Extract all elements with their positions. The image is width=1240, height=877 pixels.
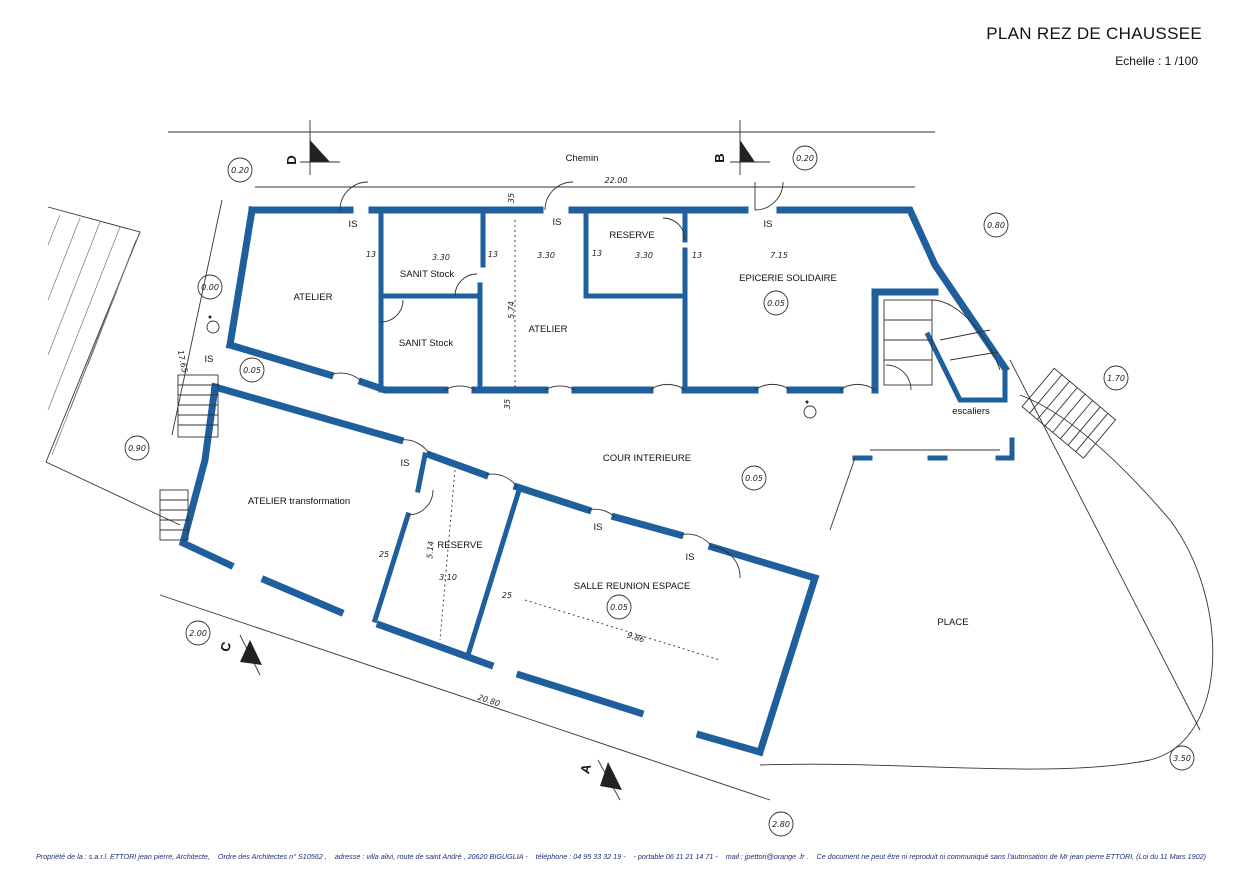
place-edge (1009, 359, 1201, 731)
dimension-value: 35 (507, 193, 516, 203)
dimension-value: 3.30 (537, 251, 555, 260)
level-markers (124, 145, 1195, 837)
level-value: 0.80 (987, 221, 1005, 230)
footer: Propriété de la : s.a.r.l. ETTORI jean p… (36, 852, 1212, 861)
room-sanit-stock-1: SANIT Stock (400, 269, 454, 280)
dimension-value: 13 (366, 250, 376, 259)
is-mark: IS (205, 354, 214, 365)
room-epicerie: EPICERIE SOLIDAIRE (739, 273, 837, 284)
dimension-value: 7.15 (770, 251, 788, 260)
footer-notice: Ce document ne peut être ni reproduit ni… (816, 852, 1206, 861)
level-value: 2.00 (189, 629, 207, 638)
level-value: 0.20 (231, 166, 249, 175)
level-value: 0.05 (243, 366, 261, 375)
level-value: 2.80 (772, 820, 790, 829)
level-value: 0.05 (745, 474, 763, 483)
wheelchair-icon (803, 400, 817, 419)
dimension-value: 25 (502, 591, 512, 600)
dimension-value: 13 (592, 249, 602, 258)
dimension-value: 20.80 (476, 693, 501, 709)
dimension-value: 3.30 (432, 253, 450, 262)
footer-order: Ordre des Architectes n° S10562 , (217, 852, 327, 861)
room-reserve-2: RESERVE (437, 540, 482, 551)
dimension-value: 5.14 (425, 541, 436, 560)
court-wall-c (995, 437, 1015, 461)
section-marker-c (239, 634, 262, 676)
court-fence (829, 457, 856, 531)
terrain-line (45, 461, 181, 526)
dimension-value: 9.86 (626, 631, 646, 645)
bottom-building-walls (178, 382, 820, 757)
page-title: PLAN REZ DE CHAUSSEE (986, 24, 1202, 43)
level-value: 1.70 (1107, 374, 1125, 383)
footer-mail: mail : jpettori@orange .fr . (725, 852, 809, 861)
area-cour-interieure: COUR INTERIEURE (603, 453, 691, 464)
label-escaliers: escaliers (952, 406, 990, 417)
dimension-value: 13 (692, 251, 702, 260)
dimension-value: 13 (488, 250, 498, 259)
dimension-value: 35 (503, 399, 512, 409)
exterior-stairs-right (1021, 367, 1117, 459)
is-mark: IS (553, 217, 562, 228)
dimension-514-line (439, 469, 456, 641)
interior-stairs (883, 299, 1001, 386)
room-atelier-2: ATELIER (529, 324, 568, 335)
section-marker-d (300, 120, 340, 175)
is-mark: IS (764, 219, 773, 230)
section-marker-b (730, 120, 770, 175)
dimension-value: 3.30 (635, 251, 653, 260)
level-value: 0.90 (128, 444, 146, 453)
room-reserve-1: RESERVE (609, 230, 654, 241)
level-value: 0.00 (201, 283, 219, 292)
is-mark: IS (401, 458, 410, 469)
footer-owner: Propriété de la : s.a.r.l. ETTORI jean p… (36, 852, 210, 861)
place-boundary (759, 394, 1214, 770)
section-label-a: A (577, 762, 594, 776)
room-sanit-stock-2: SANIT Stock (399, 338, 453, 349)
wheelchair-icon (206, 315, 220, 334)
dimension-value: 25 (379, 550, 389, 559)
section-label-b: B (712, 153, 727, 162)
level-value: 3.50 (1173, 754, 1191, 763)
footer-mobile: - portable 06 11 21 14 71 - (633, 852, 718, 861)
footer-phone: téléphone : 04 95 33 32 19 - (535, 852, 626, 861)
footer-address: adresse : villa alivi, route de saint An… (334, 852, 528, 861)
section-label-c: C (217, 640, 234, 654)
dimension-20-line (159, 594, 771, 801)
top-building-walls (225, 205, 1010, 403)
section-marker-a (597, 759, 622, 801)
dimension-value: 22.00 (605, 176, 628, 185)
dimension-986-line (524, 599, 721, 661)
room-atelier-transformation: ATELIER transformation (248, 496, 350, 507)
room-salle-reunion: SALLE REUNION ESPACE (574, 581, 691, 592)
label-chemin: Chemin (566, 153, 599, 164)
dimension-value: 3.10 (439, 573, 457, 582)
neighbour-hatch (45, 206, 141, 463)
scale-label: Echelle : 1 /100 (1115, 54, 1198, 68)
level-value: 0.05 (610, 603, 628, 612)
door-swings (329, 181, 912, 579)
room-atelier-1: ATELIER (294, 292, 333, 303)
level-value: 0.20 (796, 154, 814, 163)
level-value: 0.05 (767, 299, 785, 308)
area-place: PLACE (937, 617, 968, 628)
is-mark: IS (349, 219, 358, 230)
section-label-d: D (284, 155, 299, 164)
dimension-17-line (171, 199, 223, 436)
is-mark: IS (594, 522, 603, 533)
dimension-value: 17.65 (176, 349, 190, 373)
dimension-value: 5.74 (507, 301, 516, 319)
is-mark: IS (686, 552, 695, 563)
